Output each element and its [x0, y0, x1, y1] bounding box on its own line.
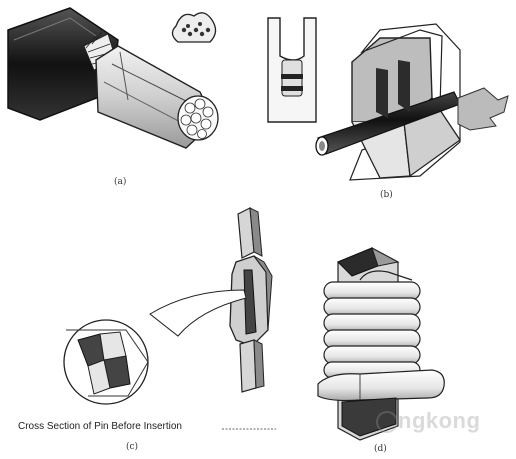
panel-a-label: (a): [114, 176, 126, 187]
panel-b-idc-connector: [267, 17, 509, 181]
panel-d-wire-wrap: [317, 246, 445, 441]
panel-c-press-fit-pin: [63, 207, 276, 430]
panel-c-caption: Cross Section of Pin Before Insertion: [18, 421, 182, 432]
watermark-text: ngkong: [398, 408, 481, 433]
panel-b-label: (b): [380, 189, 393, 200]
panel-a-crimp-cable: [7, 7, 219, 149]
panel-c-label: (c): [126, 441, 138, 452]
watermark-icon: [376, 411, 398, 433]
panel-d-label: (d): [374, 443, 387, 454]
